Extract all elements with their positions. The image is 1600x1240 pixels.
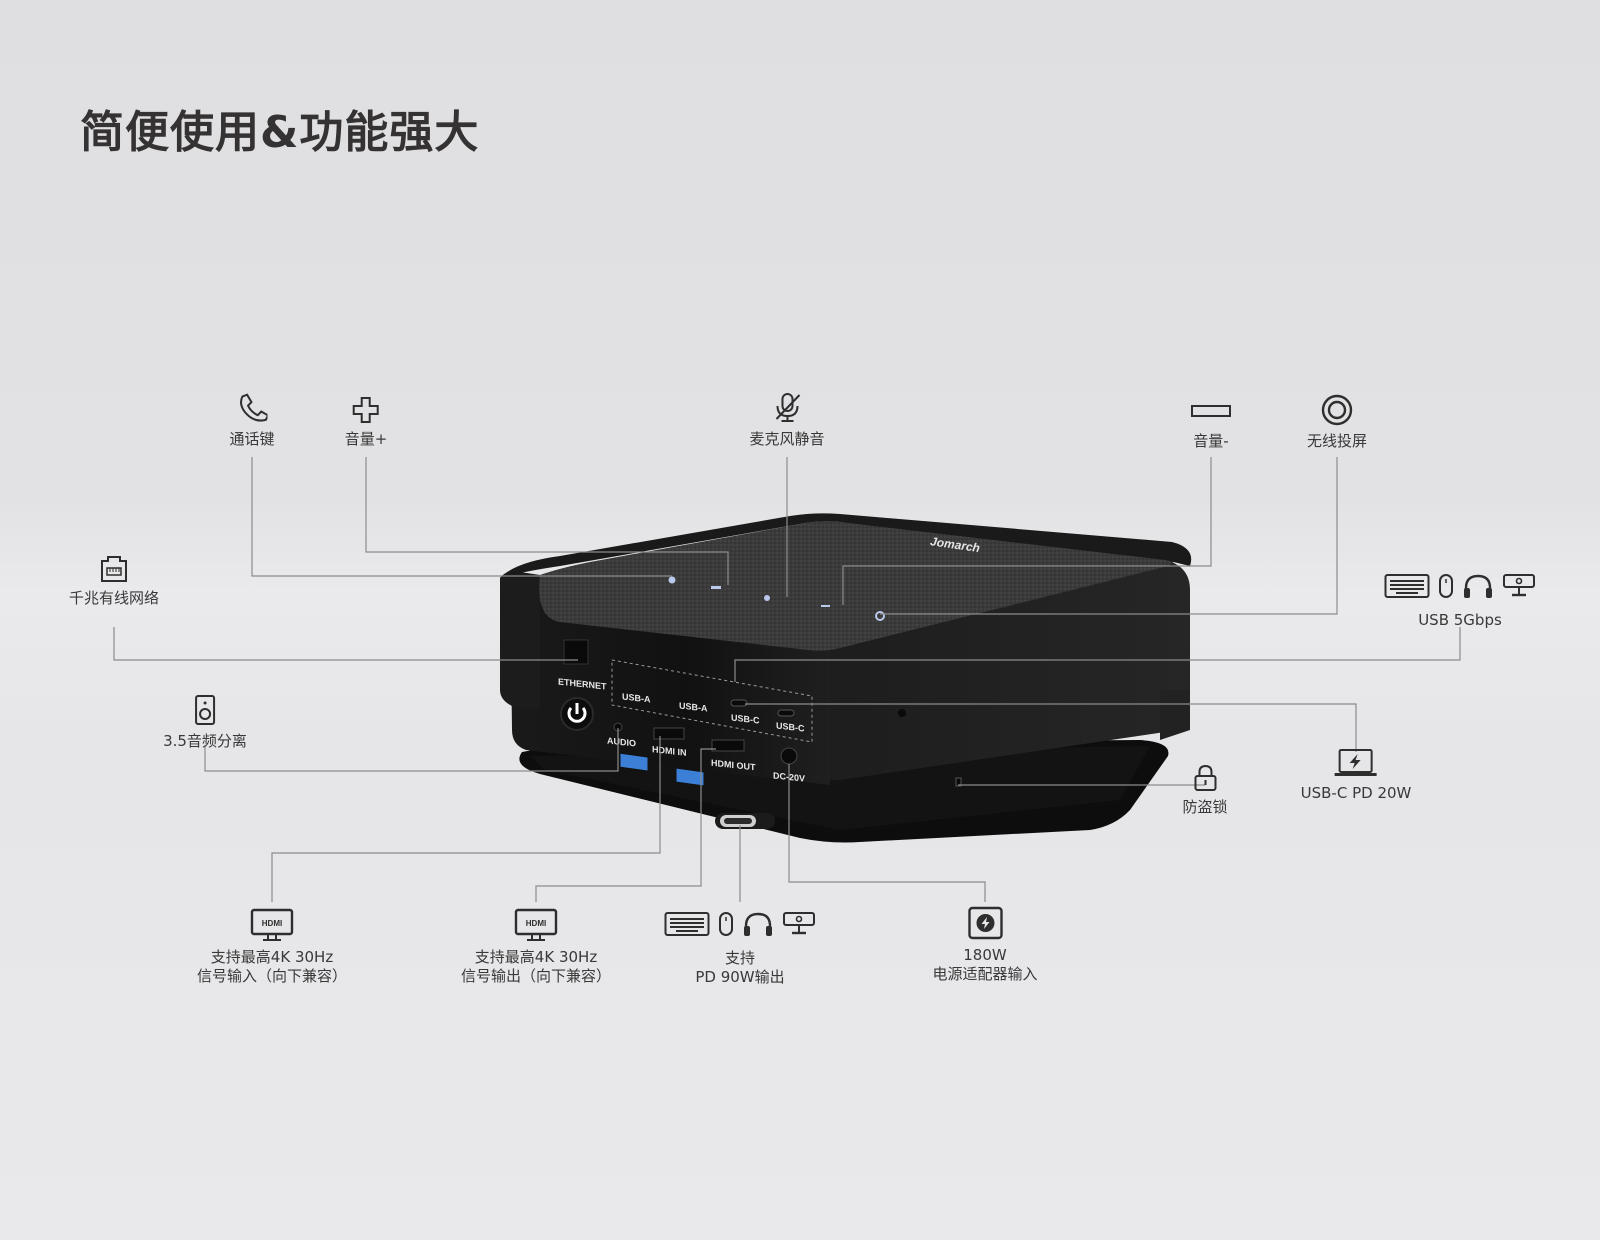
callout-wireless-cast-label: 无线投屏 [1306, 432, 1368, 450]
callout-power-input: 180W 电源适配器输入 [932, 906, 1038, 984]
lock-icon [1193, 764, 1217, 792]
hdmi-monitor-icon: HDMI [514, 908, 558, 942]
ethernet-icon [98, 555, 130, 583]
callout-hdmi-out: HDMI 支持最高4K 30Hz 信号输出（向下兼容） [461, 908, 611, 986]
keyboard-icon [664, 911, 710, 942]
callout-volume-down-label: 音量- [1193, 432, 1229, 450]
callout-wireless-cast: 无线投屏 [1307, 394, 1367, 451]
callout-mic-mute: 麦克风静音 [749, 392, 825, 449]
page-title: 简便使用&功能强大 [80, 107, 480, 158]
callout-audio-label: 3.5音频分离 [163, 732, 247, 750]
callout-pd90-line2: PD 90W输出 [695, 968, 785, 986]
power-bolt-icon [967, 906, 1003, 940]
phone-icon [237, 392, 267, 424]
wireless-cast-icon [1321, 394, 1353, 426]
callout-usb-5gbps: USB 5Gbps [1384, 572, 1536, 630]
mouse-icon [718, 911, 734, 942]
callout-usb-c-pd20: USB-C PD 20W [1300, 748, 1412, 803]
plus-icon [352, 396, 380, 424]
callout-power-line1: 180W [963, 946, 1007, 964]
callout-power-line2: 电源适配器输入 [932, 965, 1038, 983]
callout-security-lock: 防盗锁 [1182, 764, 1228, 817]
callout-volume-down: 音量- [1191, 404, 1231, 451]
callout-pd90-output: 支持 PD 90W输出 [664, 910, 816, 987]
mouse-icon [1438, 573, 1454, 604]
callout-usb-5gbps-label: USB 5Gbps [1418, 611, 1502, 629]
callout-ethernet: 千兆有线网络 [69, 555, 159, 608]
callout-mic-mute-label: 麦克风静音 [749, 430, 825, 448]
headphones-icon [1462, 572, 1494, 605]
callout-ethernet-label: 千兆有线网络 [68, 589, 160, 607]
webcam-icon [782, 911, 816, 942]
callout-usb-c-pd20-label: USB-C PD 20W [1300, 784, 1412, 802]
callout-volume-up: 音量+ [344, 396, 388, 449]
svg-text:HDMI: HDMI [262, 919, 282, 928]
callout-hdmi-in-line1: 支持最高4K 30Hz [210, 948, 334, 966]
callout-hdmi-out-line2: 信号输出（向下兼容） [460, 967, 612, 985]
callout-hdmi-in-line2: 信号输入（向下兼容） [196, 967, 348, 985]
callout-pd90-line1: 支持 [724, 949, 755, 967]
callout-hdmi-in: HDMI 支持最高4K 30Hz 信号输入（向下兼容） [197, 908, 347, 986]
webcam-icon [1502, 573, 1536, 604]
callout-security-lock-label: 防盗锁 [1182, 798, 1228, 816]
headphones-icon [742, 910, 774, 943]
keyboard-icon [1384, 573, 1430, 604]
svg-text:HDMI: HDMI [526, 919, 546, 928]
minus-icon [1191, 404, 1231, 418]
callout-volume-up-label: 音量+ [344, 430, 388, 448]
laptop-charge-icon [1334, 748, 1378, 778]
speaker-icon [194, 694, 216, 726]
hdmi-monitor-icon: HDMI [250, 908, 294, 942]
callout-hdmi-out-line1: 支持最高4K 30Hz [474, 948, 598, 966]
callout-audio: 3.5音频分离 [163, 694, 247, 751]
mic-mute-icon [772, 392, 802, 424]
callout-call-key: 通话键 [229, 392, 275, 449]
callout-call-key-label: 通话键 [229, 430, 275, 448]
